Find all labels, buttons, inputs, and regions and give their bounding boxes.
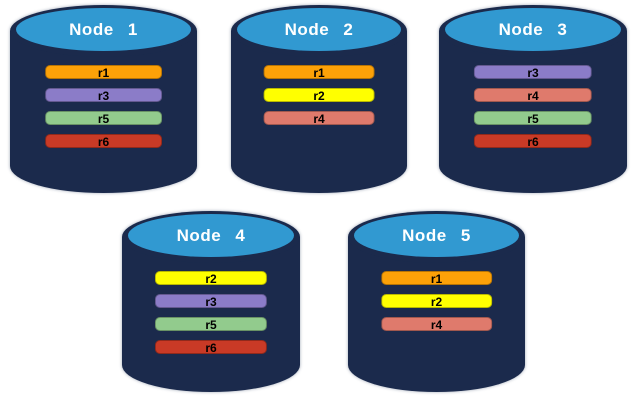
replica-row: r5 [154, 317, 268, 332]
replica-rows: r1 r2 r4 [380, 271, 493, 332]
replica-row: r6 [154, 340, 268, 355]
replica-rows: r3 r4 r5 r6 [473, 65, 593, 149]
replica-rows: r1 r2 r4 [263, 65, 375, 126]
replica-row: r4 [473, 88, 593, 103]
node-title: Node 5 [402, 225, 471, 245]
node-title: Node 4 [176, 225, 246, 245]
cylinder-top-face: Node 4 [128, 214, 294, 257]
database-node-3: Node 3 r3 r4 r5 r6 [439, 5, 627, 193]
cylinder-top-face: Node 3 [445, 8, 621, 51]
node-title: Node 2 [284, 19, 354, 39]
replica-rows: r2 r3 r5 r6 [154, 271, 268, 355]
replica-row: r5 [44, 111, 163, 126]
cylinder-top-rim: Node 5 [348, 211, 525, 263]
node-title: Node 3 [498, 19, 568, 39]
cylinder-top-rim: Node 4 [122, 211, 300, 263]
database-node-2: Node 2 r1 r2 r4 [231, 5, 407, 193]
replica-row: r3 [473, 65, 593, 80]
cylinder-top-rim: Node 3 [439, 5, 627, 57]
cylinder-top-rim: Node 2 [231, 5, 407, 57]
replica-row: r3 [44, 88, 163, 103]
cylinder-top-face: Node 2 [237, 8, 401, 51]
replica-row: r4 [263, 111, 375, 126]
replica-row: r2 [263, 88, 375, 103]
replica-row: r3 [154, 294, 268, 309]
cylinder-top-face: Node 5 [354, 214, 519, 257]
database-node-4: Node 4 r2 r3 r5 r6 [122, 211, 300, 392]
cylinder-top-rim: Node 1 [10, 5, 197, 57]
replica-row: r4 [380, 317, 493, 332]
database-node-1: Node 1 r1 r3 r5 r6 [10, 5, 197, 193]
database-node-5: Node 5 r1 r2 r4 [348, 211, 525, 392]
replica-row: r1 [263, 65, 375, 80]
replica-row: r6 [473, 134, 593, 149]
replica-row: r1 [44, 65, 163, 80]
replica-row: r2 [380, 294, 493, 309]
cylinder-top-face: Node 1 [16, 8, 191, 51]
replica-row: r6 [44, 134, 163, 149]
replica-rows: r1 r3 r5 r6 [44, 65, 163, 149]
replica-row: r5 [473, 111, 593, 126]
node-title: Node 1 [69, 19, 138, 39]
replica-row: r2 [154, 271, 268, 286]
replica-row: r1 [380, 271, 493, 286]
